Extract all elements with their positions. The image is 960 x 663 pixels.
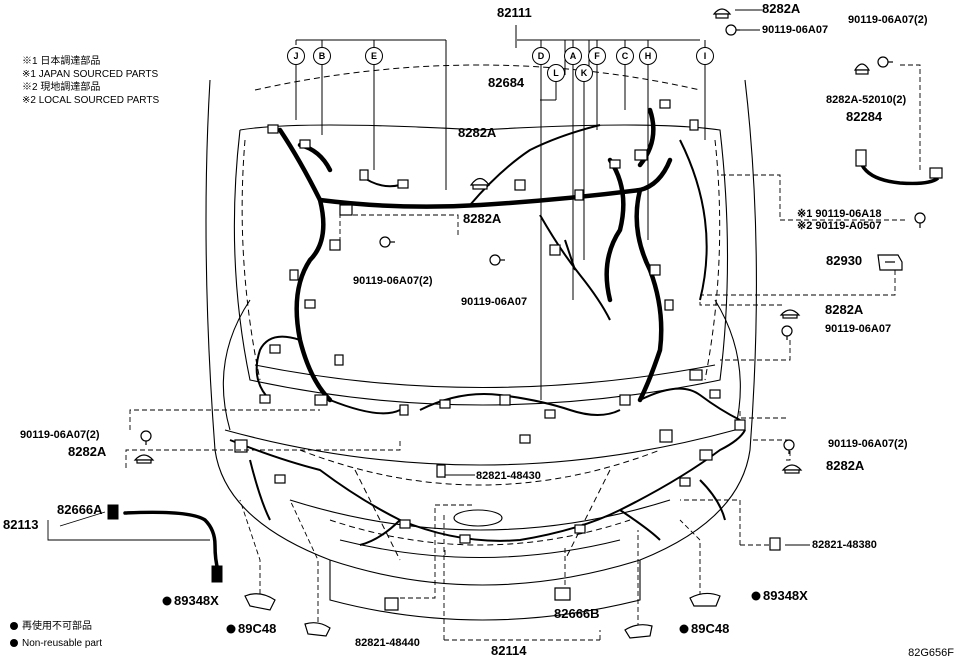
- legend-nonreuse-jp: 再使用不可部品: [10, 620, 92, 633]
- connector-letter-b: B: [313, 47, 331, 65]
- connector-82113-end: [211, 565, 223, 583]
- note-japan-jp: ※1 日本調達部品: [22, 56, 101, 67]
- part-89C48-right: 89C48: [691, 621, 730, 636]
- part-90119-06A07-right1: 90119-06A07: [825, 323, 892, 335]
- legend-nonreuse-en-text: Non-reusable part: [22, 638, 103, 649]
- note-local-en: ※2 LOCAL SOURCED PARTS: [22, 95, 160, 106]
- vehicle-body-outline: [205, 79, 757, 621]
- bracket-82930: [877, 254, 903, 271]
- part-82821-48440: 82821-48440: [355, 637, 420, 649]
- part-82111: 82111: [497, 5, 532, 20]
- connector-82666A: [107, 504, 119, 520]
- part-90119-06A07-top: 90119-06A07: [762, 24, 829, 36]
- part-8282A-right2: 8282A: [826, 458, 865, 473]
- part-90119-06A07-2-top: 90119-06A07(2): [848, 14, 928, 26]
- note-japan-en: ※1 JAPAN SOURCED PARTS: [22, 69, 159, 80]
- connector-letter-a: A: [564, 47, 582, 65]
- part-89348X-right: 89348X: [763, 588, 808, 603]
- part-90119-06A18: ※1 90119-06A18: [797, 208, 882, 220]
- legend-dot-icon: [10, 639, 18, 648]
- legend-nonreuse-en: Non-reusable part: [10, 637, 102, 650]
- engine-bay-dashed-outline: [241, 64, 721, 561]
- legend-dot-icon: [10, 622, 18, 631]
- bolts-90119: [140, 24, 926, 454]
- connector-letter-h: H: [639, 47, 657, 65]
- legend-nonreuse-jp-text: 再使用不可部品: [22, 621, 92, 632]
- part-82114: 82114: [491, 643, 527, 658]
- part-8282A-center: 8282A: [463, 211, 502, 226]
- part-89348X-left: 89348X: [174, 593, 219, 608]
- clips-8282A: [133, 8, 871, 474]
- part-8282A-top: 8282A: [762, 1, 801, 16]
- part-82666A: 82666A: [57, 502, 103, 517]
- solid-callout-lines: [47, 9, 810, 555]
- non-reusable-markers: [162, 591, 761, 634]
- connector-letter-e: E: [365, 47, 383, 65]
- connector-letter-l: L: [547, 64, 565, 82]
- part-90119-06A07-2-right: 90119-06A07(2): [828, 438, 908, 450]
- part-8282A-left: 8282A: [68, 444, 107, 459]
- connector-letter-c: C: [616, 47, 634, 65]
- harness-82284: [855, 149, 943, 186]
- part-8282A-52010: 8282A-52010(2): [826, 94, 907, 106]
- body-harness-82113: [123, 510, 220, 572]
- connector-letter-i: I: [696, 47, 714, 65]
- connector-letter-k: K: [575, 64, 593, 82]
- part-8282A-left-mid: 8282A: [458, 125, 497, 140]
- note-local-jp: ※2 現地調達部品: [22, 82, 101, 93]
- part-90119-06A07-2-left: 90119-06A07(2): [20, 429, 100, 441]
- part-82684: 82684: [488, 75, 525, 90]
- connector-letter-f: F: [588, 47, 606, 65]
- part-82821-48430: 82821-48430: [476, 470, 541, 482]
- part-90119-06A07-center: 90119-06A07: [461, 296, 528, 308]
- part-82113: 82113: [3, 517, 39, 532]
- harness-connectors: [234, 99, 746, 544]
- part-82284: 82284: [846, 109, 883, 124]
- part-82666B: 82666B: [554, 606, 600, 621]
- diagram-code: 82G656F: [908, 647, 954, 659]
- part-90119-06A07-2-center: 90119-06A07(2): [353, 275, 433, 287]
- part-82930: 82930: [826, 253, 863, 268]
- part-8282A-right1: 8282A: [825, 302, 864, 317]
- connector-leader-lines: [295, 25, 706, 400]
- part-82821-48380: 82821-48380: [812, 539, 877, 551]
- small-brackets: [244, 464, 781, 639]
- connector-letter-j: J: [287, 47, 305, 65]
- part-90119-A0507: ※2 90119-A0507: [797, 220, 882, 232]
- part-89C48-left: 89C48: [238, 621, 277, 636]
- connector-letter-d: D: [532, 47, 550, 65]
